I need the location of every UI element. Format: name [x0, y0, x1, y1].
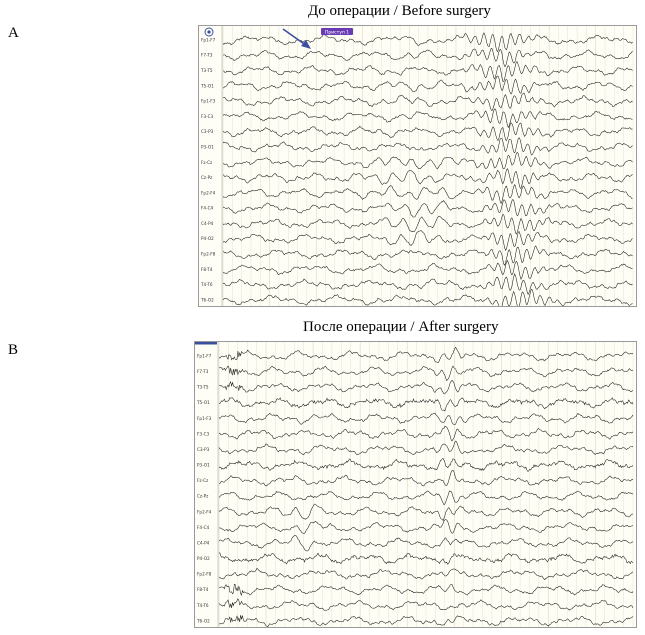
montage-header-bar [195, 342, 217, 345]
eeg-channel-trace [222, 273, 633, 296]
eeg-channel-trace [222, 75, 633, 95]
channel-label: T4-T6 [196, 603, 209, 608]
eeg-channel-trace [218, 365, 634, 382]
channel-label: F4-C4 [197, 525, 210, 530]
eeg-channel-trace [222, 32, 633, 53]
channel-label: C3-P3 [201, 129, 214, 134]
eeg-channel-trace [222, 184, 633, 205]
eeg-channel-trace [218, 490, 634, 506]
channel-label: Cz-Pz [201, 175, 213, 180]
channel-label: Fp2-F4 [201, 190, 216, 195]
channel-label: T6-O2 [196, 618, 210, 623]
eeg-channel-trace [218, 346, 634, 363]
arrow-icon [282, 28, 311, 49]
channel-label: T6-O2 [200, 297, 214, 302]
eeg-channel-trace [222, 230, 633, 251]
eeg-channel-trace [218, 412, 634, 426]
eeg-channel-labels-after: Fp1-F7F7-T3T3-T5T5-O1Fp1-F3F3-C3C3-P3P3-… [196, 353, 212, 623]
panel-a-title: До операции / Before surgery [308, 3, 491, 19]
eeg-channel-trace [222, 198, 633, 218]
eeg-channel-trace [222, 47, 633, 68]
eeg-channel-trace [222, 108, 633, 129]
channel-label: Fp1-F3 [197, 416, 212, 421]
eeg-channel-trace [218, 568, 634, 580]
channel-label: F8-T4 [197, 587, 209, 592]
eeg-channel-trace [223, 61, 633, 82]
eeg-channel-trace [222, 168, 633, 190]
seizure-marker-badge [321, 28, 353, 35]
eeg-marker: Приступ 1 [321, 28, 353, 35]
eeg-channel-trace [222, 214, 633, 235]
eeg-channel-trace [222, 122, 633, 142]
channel-label: T5-O1 [196, 400, 210, 405]
channel-label: P4-O2 [197, 556, 210, 561]
eeg-channel-trace [222, 259, 633, 280]
eeg-channel-trace [222, 245, 633, 266]
eeg-channel-trace [218, 425, 634, 442]
channel-label: Fp1-F7 [197, 353, 212, 358]
channel-label: T5-O1 [200, 83, 214, 88]
eeg-channel-trace [218, 458, 634, 472]
channel-label: P3-O1 [197, 463, 210, 468]
eeg-channel-trace [222, 92, 633, 111]
eeg-channel-trace [218, 552, 634, 565]
channel-label: F3-C3 [201, 114, 214, 119]
channel-label: F7-T3 [201, 53, 213, 58]
seizure-marker-label: Приступ 1 [325, 29, 349, 35]
eeg-channel-trace [218, 615, 634, 627]
channel-label: Fz-Cz [201, 160, 213, 165]
eeg-channels-before [222, 32, 633, 306]
eeg-channel-trace [218, 397, 634, 412]
channel-label: Fp1-F7 [201, 37, 216, 42]
channel-label: F8-T4 [201, 267, 213, 272]
montage-settings-icon [204, 27, 214, 37]
channel-label: C4-P4 [197, 540, 210, 545]
channel-label: Fp1-F3 [201, 99, 216, 104]
eeg-traces-after: Fp1-F7F7-T3T3-T5T5-O1Fp1-F3F3-C3C3-P3P3-… [195, 342, 634, 627]
channel-label: P4-O2 [201, 236, 214, 241]
eeg-channel-trace [222, 137, 633, 156]
channel-label: C4-P4 [201, 221, 214, 226]
eeg-channel-trace [223, 151, 633, 170]
channel-label: F3-C3 [197, 431, 210, 436]
channel-label: Fz-Cz [197, 478, 209, 483]
eeg-channel-trace [222, 288, 633, 306]
eeg-channel-trace [218, 518, 634, 534]
eeg-channels-after [218, 346, 634, 627]
channel-label: F4-C4 [201, 206, 214, 211]
panel-a-letter: A [8, 25, 19, 41]
channel-label: T3-T5 [200, 68, 213, 73]
eeg-channel-trace [219, 379, 634, 395]
channel-label: F7-T3 [197, 369, 209, 374]
channel-label: Fp2-F8 [201, 252, 216, 257]
eeg-channel-trace [219, 469, 633, 487]
channel-label: C3-P3 [197, 447, 210, 452]
channel-label: T3-T5 [196, 385, 209, 390]
eeg-channel-trace [218, 440, 634, 456]
panel-b-letter: B [8, 342, 19, 358]
channel-label: Cz-Pz [197, 494, 209, 499]
channel-label: T4-T6 [200, 282, 213, 287]
eeg-channel-trace [218, 503, 634, 521]
eeg-traces-before: Fp1-F7F7-T3T3-T5T5-O1Fp1-F3F3-C3C3-P3P3-… [200, 26, 634, 306]
channel-label: Fp2-F8 [197, 572, 212, 577]
eeg-channel-trace [218, 583, 634, 596]
channel-label: Fp2-F4 [197, 509, 212, 514]
channel-label: P3-O1 [201, 144, 214, 149]
eeg-channel-labels-before: Fp1-F7F7-T3T3-T5T5-O1Fp1-F3F3-C3C3-P3P3-… [200, 37, 216, 302]
eeg-channel-trace [218, 598, 634, 611]
eeg-grid-before [221, 26, 634, 306]
panel-b-title: После операции / After surgery [303, 319, 499, 335]
eeg-channel-trace [218, 534, 634, 552]
